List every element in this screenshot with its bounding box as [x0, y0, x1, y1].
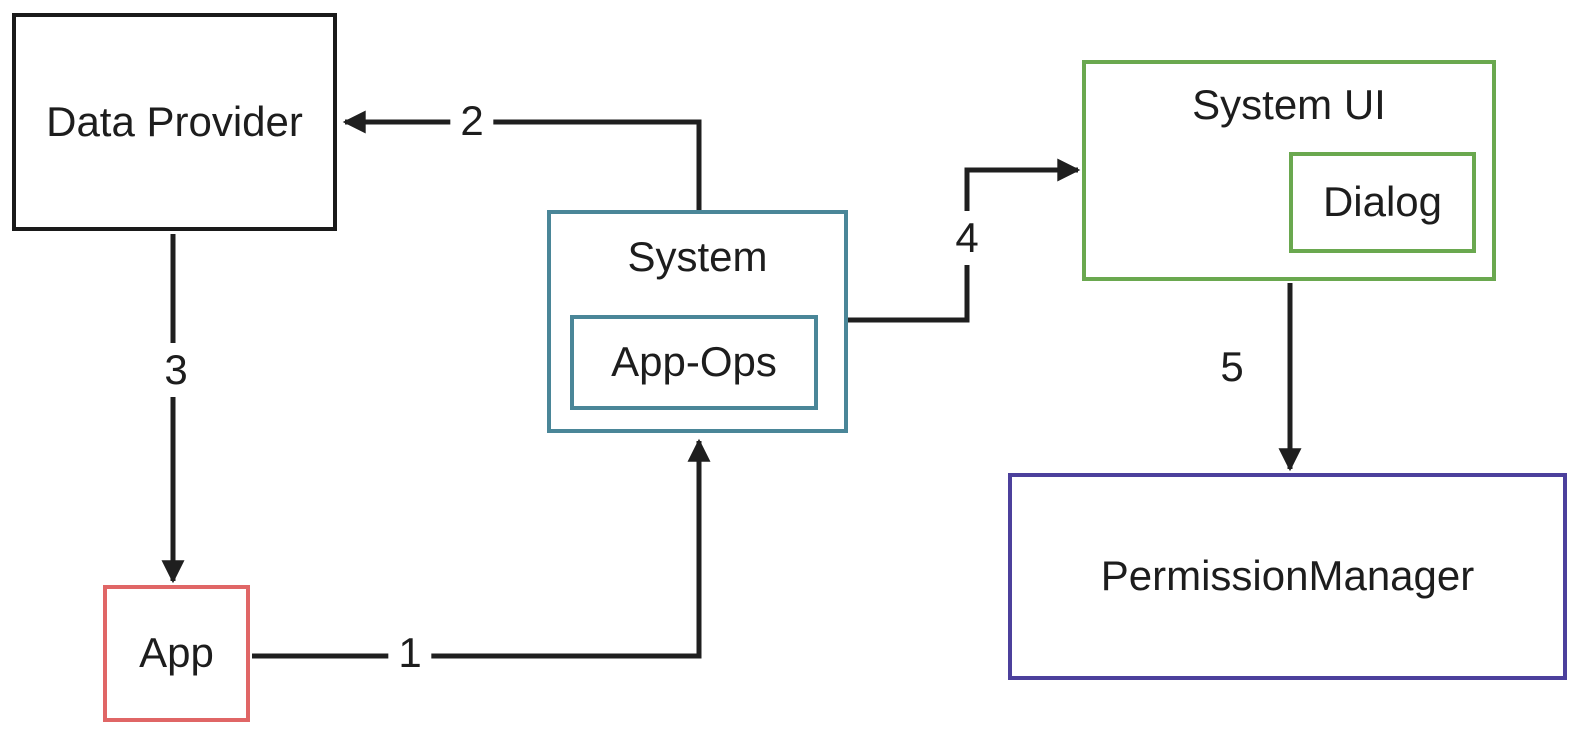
- node-permission-manager-label: PermissionManager: [1100, 552, 1475, 600]
- node-app-ops: App-Ops: [570, 315, 818, 410]
- edge-label-5: 5: [1220, 343, 1244, 390]
- node-dialog: Dialog: [1289, 152, 1476, 253]
- node-app: App: [103, 585, 250, 722]
- node-data-provider-label: Data Provider: [46, 97, 303, 145]
- node-app-ops-label: App-Ops: [611, 338, 777, 386]
- edge-label-2: 2: [450, 100, 494, 142]
- node-app-label: App: [139, 629, 214, 677]
- edge-label-4: 4: [949, 211, 985, 265]
- arrow-1-app-to-system: [252, 438, 711, 659]
- edge-label-3: 3: [158, 343, 194, 397]
- node-data-provider: Data Provider: [12, 13, 337, 231]
- node-system-label: System: [627, 233, 768, 280]
- edge-label-1: 1: [388, 632, 432, 674]
- arrow-2-system-to-data-provider: [342, 110, 702, 210]
- node-system-ui-label: System UI: [1192, 81, 1386, 128]
- node-permission-manager: PermissionManager: [1008, 473, 1567, 680]
- node-dialog-label: Dialog: [1322, 178, 1443, 226]
